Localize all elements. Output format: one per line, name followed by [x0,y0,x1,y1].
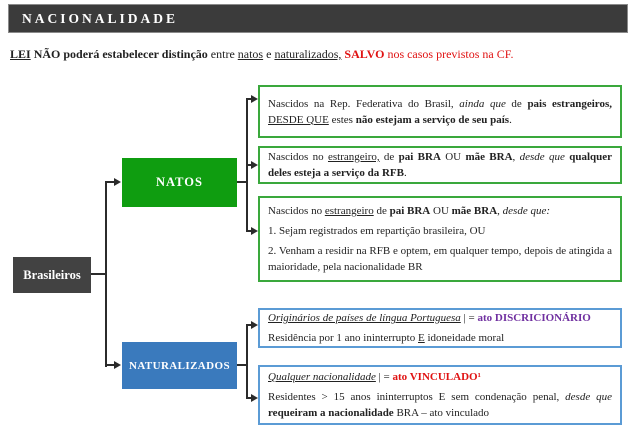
connector-root-vertical [105,181,107,367]
connector-naturalizados-rule1 [246,324,252,326]
arrowhead-icon [251,160,258,169]
rule-text: Nascidos na Rep. Federativa do Brasil, a… [268,97,612,126]
rule-text: 1. Sejam registrados em repartição brasi… [268,225,486,237]
arrowhead-icon [114,177,121,186]
page-title: NACIONALIDADE [8,4,628,33]
rule-text: Originários de países de língua Portugue… [268,312,591,324]
connector-natos-rule1 [246,98,252,100]
connector-natos-rule2 [246,164,252,166]
arrowhead-icon [251,94,258,103]
natos-rule-box-1: Nascidos na Rep. Federativa do Brasil, a… [258,85,622,138]
arrowhead-icon [114,360,121,369]
connector-naturalizados-vertical [246,324,248,399]
connector-naturalizados-rule2 [246,397,252,399]
intro-statement: LEI NÃO poderá estabelecer distinção ent… [10,47,514,61]
arrowhead-icon [251,393,258,402]
connector-naturalizados-stub [237,364,248,366]
connector-natos-rule3 [246,230,252,232]
natos-rule-box-3: Nascidos no estrangeiro de pai BRA OU mã… [258,196,622,282]
rule-text: Nascidos no estrangeiro, de pai BRA OU m… [268,151,613,179]
node-brasileiros: Brasileiros [13,257,91,293]
rule-text: 2. Venham a residir na RFB e optem, em q… [268,245,612,273]
rule-text: Qualquer nacionalidade | = ato VINCULADO… [268,371,481,383]
connector-to-natos [105,181,115,183]
arrowhead-icon [251,226,258,235]
naturalizados-rule-box-1: Originários de países de língua Portugue… [258,308,622,348]
rule-text: Residentes > 15 anos ininterruptos E sem… [268,391,612,419]
connector-root-stub [91,273,107,275]
node-natos: NATOS [122,158,237,207]
rule-text: Residência por 1 ano ininterrupto E idon… [268,332,505,344]
rule-text: Nascidos no estrangeiro de pai BRA OU mã… [268,205,551,217]
natos-rule-box-2: Nascidos no estrangeiro, de pai BRA OU m… [258,146,622,184]
naturalizados-rule-box-2: Qualquer nacionalidade | = ato VINCULADO… [258,365,622,425]
connector-natos-stub [237,181,248,183]
arrowhead-icon [251,320,258,329]
connector-to-naturalizados [105,364,115,366]
node-naturalizados: NATURALIZADOS [122,342,237,389]
